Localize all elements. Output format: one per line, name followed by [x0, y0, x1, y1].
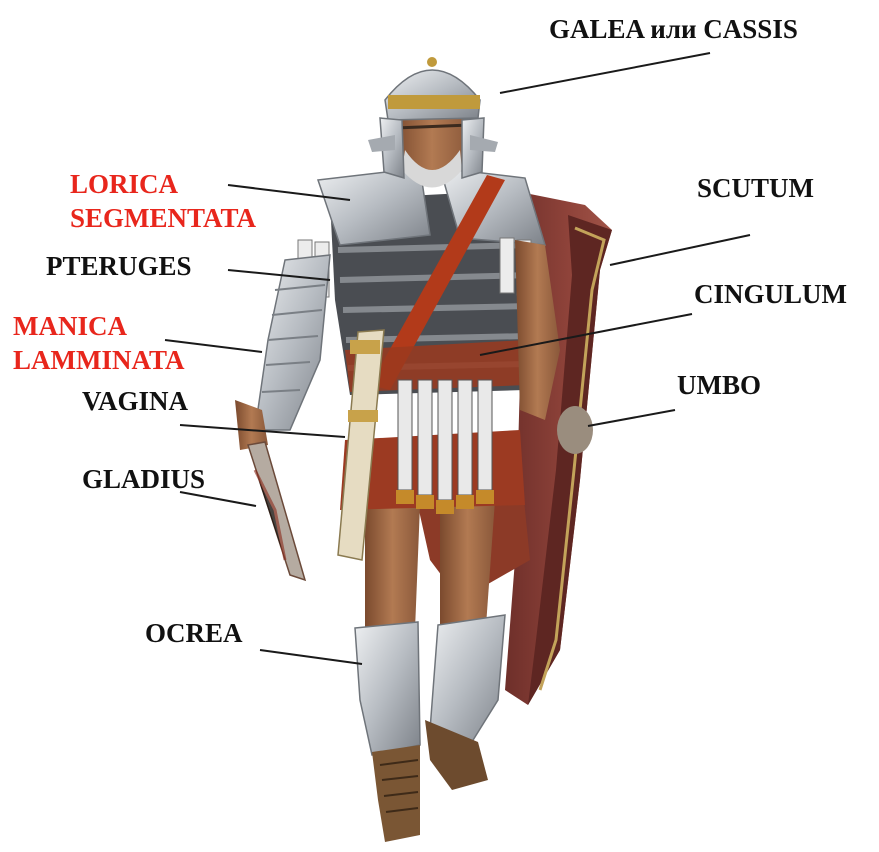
gladius-shape: [248, 442, 305, 580]
label-umbo: UMBO: [677, 369, 761, 401]
label-galea: GALEA или CASSIS: [549, 13, 798, 45]
label-manica-line1: MANICA: [13, 310, 127, 342]
manica-shape: [235, 255, 330, 450]
label-pteruges: PTERUGES: [46, 250, 192, 282]
label-lorica-line2: SEGMENTATA: [70, 202, 256, 234]
label-cingulum: CINGULUM: [694, 278, 847, 310]
leader-ocrea: [260, 650, 362, 664]
label-gladius: GLADIUS: [82, 463, 205, 495]
leader-scutum: [610, 235, 750, 265]
label-ocrea: OCREA: [145, 617, 243, 649]
label-vagina: VAGINA: [82, 385, 188, 417]
label-lorica-line1: LORICA: [70, 168, 178, 200]
leader-galea: [500, 53, 710, 93]
leader-umbo: [588, 410, 675, 426]
label-manica-line2: LAMMINATA: [13, 344, 184, 376]
label-scutum: SCUTUM: [697, 172, 814, 204]
